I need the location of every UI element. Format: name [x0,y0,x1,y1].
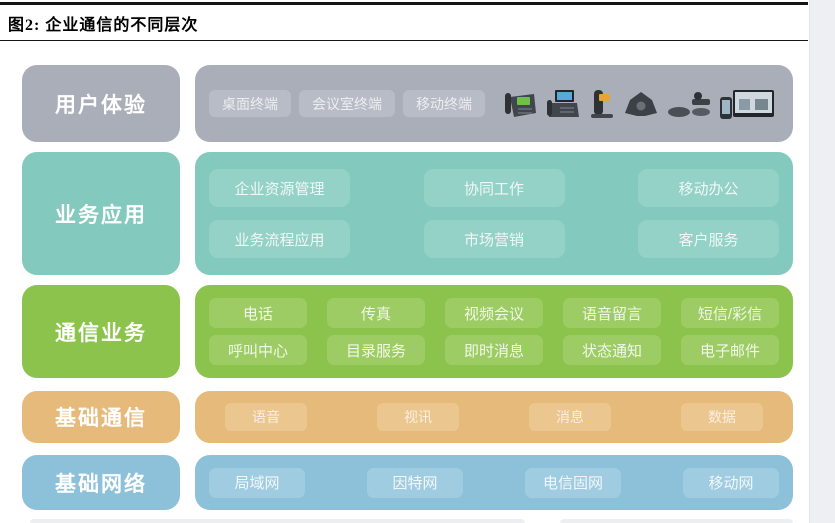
layer-item: 桌面终端 [209,90,291,117]
layer-content-business-apps: 企业资源管理 协同工作 移动办公业务流程应用 市场营销 客户服务 [195,152,793,275]
layer-item: 即时消息 [445,335,543,365]
layer-label-business-apps: 业务应用 [22,152,180,275]
title-rule-top [0,2,808,5]
layer-label-basic-network: 基础网络 [22,455,180,510]
layer-item: 视讯 [377,403,459,431]
layer-item: 状态通知 [563,335,661,365]
layer-item: 客户服务 [638,220,779,258]
layer-row-comm-services: 通信业务电话传真视频会议语音留言短信/彩信呼叫中心目录服务即时消息状态通知电子邮… [22,285,793,378]
item-line: 桌面终端会议室终端移动终端 [209,90,485,117]
layer-item: 会议室终端 [299,90,395,117]
layer-item: 协同工作 [423,169,565,207]
device-icons-group [503,88,774,120]
video-phone-icon [546,89,580,119]
item-line: 呼叫中心目录服务即时消息状态通知电子邮件 [209,335,779,365]
layer-item: 业务流程应用 [209,220,350,258]
layer-item: 企业资源管理 [209,169,350,207]
title-rule-bottom [0,40,808,41]
item-line: 局域网 因特网 电信固网 移动网 [209,467,779,498]
layer-item: 电话 [209,298,307,328]
layer-row-basic-network: 基础网络局域网 因特网 电信固网 移动网 [22,455,793,510]
layer-item: 移动网 [683,467,779,498]
layer-label-user-experience: 用户体验 [22,65,180,142]
layer-item: 短信/彩信 [681,298,779,328]
layer-item: 目录服务 [327,335,425,365]
next-figure-hint-left [30,519,525,523]
layer-content-comm-services: 电话传真视频会议语音留言短信/彩信呼叫中心目录服务即时消息状态通知电子邮件 [195,285,793,378]
layer-item: 移动终端 [403,90,485,117]
desk-ip-phone-icon [503,89,537,119]
item-line: 电话传真视频会议语音留言短信/彩信 [209,298,779,328]
mobile-and-display-icon [720,88,774,120]
conference-kit-icon [667,90,711,118]
layer-item: 语音留言 [563,298,661,328]
item-line: 业务流程应用 市场营销 客户服务 [209,220,779,258]
layer-row-basic-comm: 基础通信 语音 视讯 消息 数据 [22,391,793,443]
layer-item: 呼叫中心 [209,335,307,365]
layer-item: 电子邮件 [681,335,779,365]
item-line: 企业资源管理 协同工作 移动办公 [209,169,779,207]
layer-row-user-experience: 用户体验 桌面终端会议室终端移动终端 [22,65,793,142]
layer-item: 市场营销 [423,220,565,258]
item-line: 语音 视讯 消息 数据 [225,403,763,431]
layer-item: 消息 [529,403,611,431]
layer-label-comm-services: 通信业务 [22,285,180,378]
page-edge-strip [809,0,835,523]
layer-item: 电信固网 [525,467,621,498]
next-figure-hint-right [560,519,793,523]
layer-content-basic-comm: 语音 视讯 消息 数据 [195,391,793,443]
layer-label-basic-comm: 基础通信 [22,391,180,443]
layer-item: 传真 [327,298,425,328]
layer-content-user-experience: 桌面终端会议室终端移动终端 [195,65,793,142]
layer-item: 视频会议 [445,298,543,328]
layer-row-business-apps: 业务应用企业资源管理 协同工作 移动办公业务流程应用 市场营销 客户服务 [22,152,793,275]
figure-title: 图2: 企业通信的不同层次 [8,17,199,34]
layer-item: 因特网 [367,467,463,498]
layer-item: 局域网 [209,467,305,498]
layer-item: 移动办公 [638,169,779,207]
layer-content-basic-network: 局域网 因特网 电信固网 移动网 [195,455,793,510]
layer-diagram: 用户体验 桌面终端会议室终端移动终端业务应用企业资源管理 协同工作 移动办公业务流程应… [22,65,793,510]
cordless-phone-icon [589,89,615,119]
layer-item: 语音 [225,403,307,431]
conference-phone-icon [624,91,658,117]
layer-item: 数据 [681,403,763,431]
